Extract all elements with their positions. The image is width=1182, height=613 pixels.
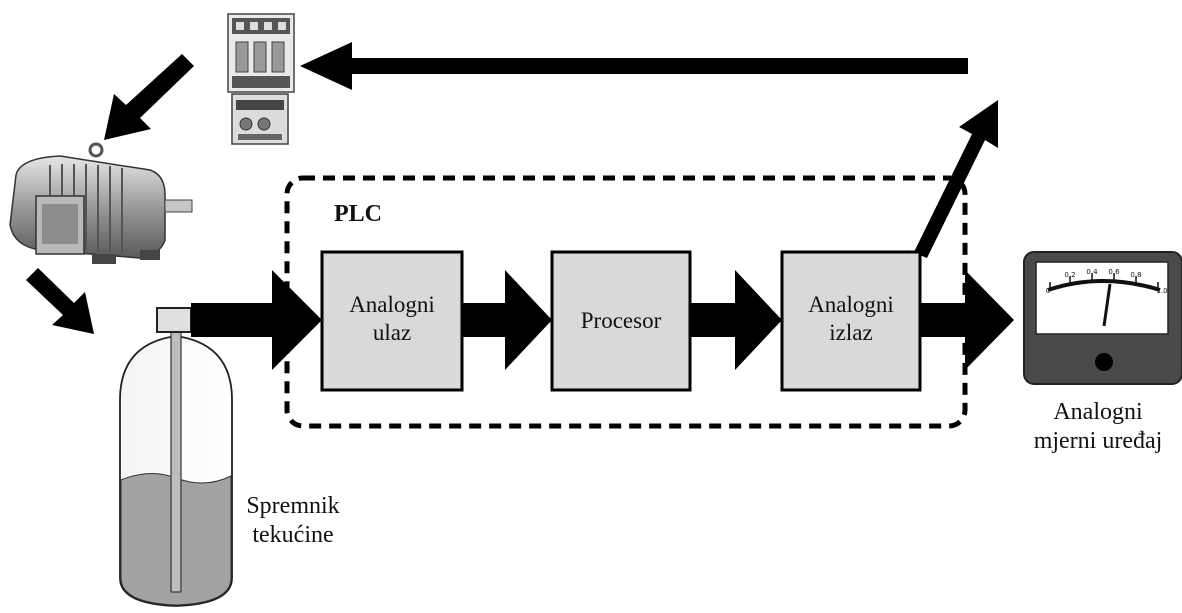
meter-tick-label: 1.0 (1156, 287, 1167, 295)
tank-label-line1: Spremnik (246, 493, 340, 519)
analog-input-line1: Analogni (349, 292, 435, 317)
analog-output-line2: izlaz (829, 320, 873, 346)
meter-label-line2: mjerni uređaj (1033, 428, 1163, 455)
processor-block (550, 250, 692, 392)
analog-output-label: Analogni izlaz (782, 291, 920, 347)
analog-input-label: Analogni ulaz (322, 291, 462, 347)
analog-meter-icon: 0 0.2 0.4 0.6 0.8 1.0 (1023, 251, 1182, 385)
tank-label-line2: tekućine (252, 522, 334, 549)
processor-label: Procesor (580, 308, 662, 333)
analog-output-block (780, 250, 922, 392)
meter-tick-label: 0.8 (1130, 271, 1141, 279)
arrow-output-to-meter (920, 270, 1014, 370)
flow-arrows (26, 42, 1014, 370)
arrow-processor-to-output (690, 270, 782, 370)
meter-tick-label: 0.2 (1064, 271, 1075, 279)
arrow-contactor-to-motor (104, 54, 194, 140)
meter-knob (1095, 353, 1113, 371)
level-sensor-head (156, 307, 192, 333)
electric-motor-icon (9, 142, 193, 264)
contactor-icon (227, 13, 295, 145)
meter-tick-label: 0.4 (1086, 268, 1098, 276)
arrow-sensor-to-input (191, 270, 322, 370)
analog-output-line1: Analogni (808, 292, 894, 317)
analog-input-block (320, 250, 464, 392)
meter-label-line1: Analogni (1053, 399, 1143, 425)
tank-label: Spremnik tekućine (238, 492, 348, 551)
meter-tick-label: 0 (1046, 287, 1050, 295)
meter-tick-label: 0.6 (1108, 268, 1120, 276)
meter-label: Analogni mjerni uređaj (1018, 398, 1178, 457)
arrow-input-to-processor (462, 270, 552, 370)
liquid-tank-icon (119, 307, 233, 607)
analog-input-line2: ulaz (372, 320, 412, 346)
arrow-motor-to-tank (26, 268, 94, 334)
arrow-output-to-feedback (907, 100, 998, 258)
meter-needle (1102, 283, 1112, 327)
arrow-feedback-to-contactor (300, 42, 968, 90)
plc-label: PLC (334, 201, 382, 227)
